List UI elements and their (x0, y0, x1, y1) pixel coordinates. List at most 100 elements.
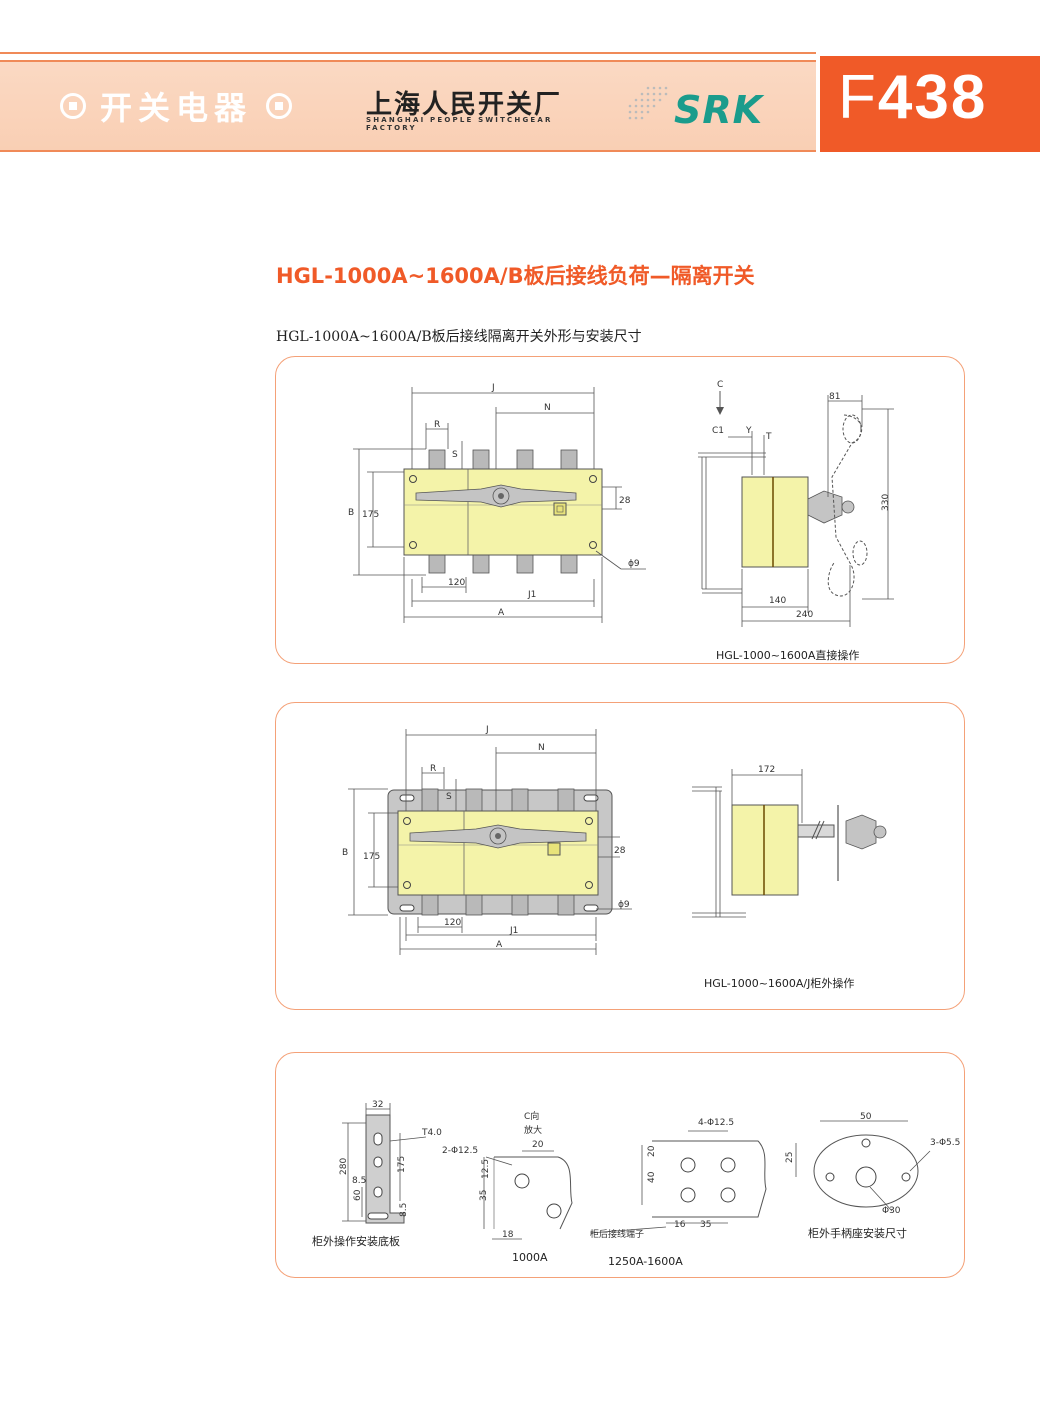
drawing-panel-direct: J N R S B 175 28 ϕ9 120 J1 A (275, 356, 965, 664)
dim-120: 120 (448, 578, 465, 588)
dim-175: 175 (362, 510, 379, 520)
dim-B: B (348, 508, 354, 518)
direct-operation-drawing: J N R S B 175 28 ϕ9 120 J1 A (348, 380, 894, 662)
dim-A: A (496, 940, 503, 950)
dim-8-5a: 8.5 (352, 1176, 366, 1186)
page-code: F438 (838, 62, 987, 133)
dim-240: 240 (796, 610, 813, 620)
dim-120: 120 (444, 918, 461, 928)
dim-172: 172 (758, 765, 775, 775)
terminal-top (516, 449, 534, 471)
dim-phi9: ϕ9 (628, 559, 640, 569)
dim-25: 25 (785, 1152, 795, 1163)
side-view: C C1 Y T 81 330 140 240 (698, 380, 894, 627)
hole-4-12-5: 4-Φ12.5 (698, 1118, 734, 1128)
caption-1000a: 1000A (512, 1251, 548, 1264)
dim-175: 175 (397, 1156, 407, 1173)
dim-N: N (544, 403, 551, 413)
dot-pattern-icon (628, 86, 668, 120)
external-operation-drawing: J N R S B 175 28 ϕ9 120 J1 A 172 HGL-1 (342, 725, 887, 990)
header-rule (0, 52, 816, 54)
dim-330: 330 (881, 494, 891, 511)
front-view: J N R S B 175 28 ϕ9 120 J1 A (342, 725, 632, 955)
c-dir-title1: C向 (524, 1110, 539, 1122)
hole-3-5-5: 3-Φ5.5 (930, 1138, 960, 1148)
terminal-top (560, 449, 578, 471)
hole-2-12-5: 2-Φ12.5 (442, 1146, 478, 1156)
dim-12-5: 12.5 (481, 1159, 491, 1179)
terminal-bottom (472, 552, 490, 574)
company-name-cn: 上海人民开关厂 (366, 90, 563, 120)
page-header: 开关电器 上海人民开关厂 SHANGHAI PEOPLE SWITCHGEAR … (0, 0, 1040, 152)
switch-body (403, 468, 603, 556)
dim-C1: C1 (712, 426, 724, 436)
terminal-top (472, 449, 490, 471)
four-hole-view: 4-Φ12.5 20 40 16 35 柜后接线端子 1250A-1600A (589, 1118, 767, 1268)
side-body (731, 804, 799, 896)
page-code-letter: F (838, 63, 878, 132)
dim-35: 35 (479, 1190, 489, 1201)
front-view: J N R S B 175 28 ϕ9 120 J1 A (348, 383, 646, 623)
dim-40: 40 (647, 1171, 657, 1183)
page-code-box (820, 56, 1040, 152)
dim-50: 50 (860, 1112, 872, 1122)
dim-J1: J1 (527, 590, 536, 600)
dim-280: 280 (339, 1158, 349, 1175)
drawing-panel-external: J N R S B 175 28 ϕ9 120 J1 A 172 HGL-1 (275, 702, 965, 1010)
dim-N: N (538, 743, 545, 753)
terminal-bottom (428, 552, 446, 574)
category-text: 开关电器 (100, 89, 253, 127)
dim-18: 18 (502, 1230, 514, 1240)
dim-60: 60 (353, 1189, 363, 1201)
dim-175: 175 (363, 852, 380, 862)
terminal-bottom (560, 552, 578, 574)
caption-external: HGL-1000~1600A/J柜外操作 (704, 976, 854, 990)
square-bullet-icon (60, 93, 86, 119)
dim-J: J (485, 725, 489, 735)
product-title: HGL-1000A~1600A/B板后接线负荷—隔离开关 (276, 264, 755, 288)
handle-seat-view: 50 3-Φ5.5 25 Φ30 柜外手柄座安装尺寸 (785, 1112, 960, 1240)
page-code-number: 438 (877, 63, 988, 132)
dim-A: A (498, 608, 505, 618)
company-name-en: SHANGHAI PEOPLE SWITCHGEAR FACTORY (366, 116, 553, 132)
mounting-plate: 32 T4.0 280 175 8.5 60 8.5 柜外操作安装底板 (312, 1100, 442, 1248)
c-dir-title2: 放大 (524, 1124, 542, 1136)
caption-direct: HGL-1000~1600A直接操作 (716, 648, 859, 662)
c-direction-view: C向 放大 20 2-Φ12.5 12.5 35 18 1000A (442, 1110, 573, 1264)
dim-J1: J1 (509, 926, 518, 936)
dim-R: R (430, 764, 436, 774)
rear-terminal-note: 柜后接线端子 (590, 1228, 644, 1240)
side-body (741, 476, 809, 568)
dim-R: R (434, 420, 440, 430)
dim-S: S (446, 792, 452, 802)
dim-phi30: Φ30 (882, 1206, 901, 1216)
dim-C: C (717, 380, 723, 390)
dim-32: 32 (372, 1100, 383, 1110)
dim-28: 28 (614, 846, 626, 856)
dim-20: 20 (532, 1140, 544, 1150)
brand-logo: SRK (674, 88, 764, 132)
dim-J: J (491, 383, 495, 393)
caption-1250-1600: 1250A-1600A (608, 1255, 683, 1268)
dim-35b: 35 (700, 1220, 711, 1230)
dim-T4: T4.0 (421, 1128, 442, 1138)
dim-T: T (765, 432, 772, 442)
switch-body (397, 810, 599, 896)
dim-8-5b: 8.5 (399, 1203, 409, 1217)
square-bullet-icon (266, 93, 293, 119)
dim-B: B (342, 848, 348, 858)
terminal-bottom (516, 552, 534, 574)
dim-16: 16 (674, 1220, 686, 1230)
terminal-top (428, 449, 446, 471)
category-label: 开关电器 (46, 84, 306, 128)
caption-plate: 柜外操作安装底板 (312, 1234, 400, 1248)
caption-seat: 柜外手柄座安装尺寸 (808, 1226, 907, 1240)
dim-28: 28 (619, 496, 631, 506)
dim-S: S (452, 450, 458, 460)
dim-140: 140 (769, 596, 786, 606)
dim-Y: Y (745, 426, 752, 436)
mounting-drawing: 32 T4.0 280 175 8.5 60 8.5 柜外操作安装底板 C向 放… (312, 1100, 960, 1268)
dim-phi9: ϕ9 (618, 900, 630, 910)
side-view-external: 172 (692, 765, 887, 918)
drawing-panel-mounting: 32 T4.0 280 175 8.5 60 8.5 柜外操作安装底板 C向 放… (275, 1052, 965, 1278)
